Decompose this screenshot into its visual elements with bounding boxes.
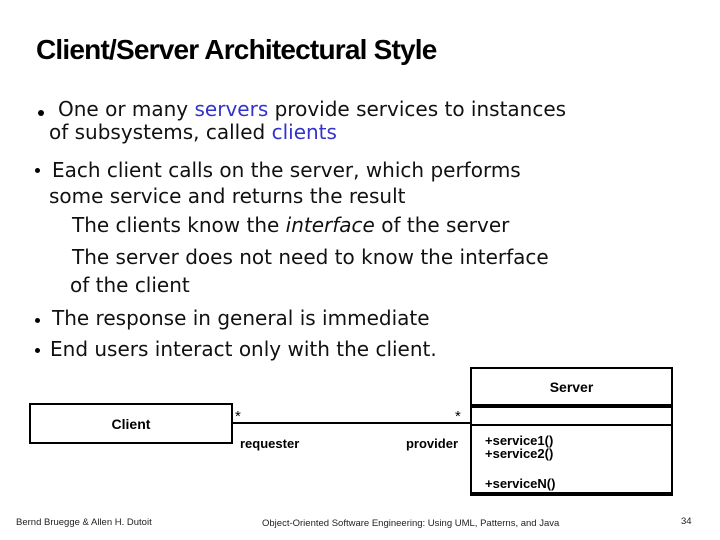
operation-service2: +service2() — [485, 446, 554, 461]
role-provider: provider — [405, 436, 458, 451]
uml-client-class: Client — [29, 403, 233, 444]
text-segment: One or many — [58, 97, 195, 121]
keyword-clients: clients — [271, 120, 337, 144]
bullet-marker — [35, 318, 40, 323]
bullet-2-line-1: Each client calls on the server, which p… — [52, 158, 521, 182]
server-operations-compartment: +service1() +service2() +serviceN() — [472, 426, 671, 490]
sub-line-3: of the client — [70, 273, 190, 297]
server-attributes-compartment — [472, 408, 671, 426]
text-segment: The clients know the — [72, 213, 286, 237]
text-segment: of the server — [374, 213, 510, 237]
footer-authors: Bernd Bruegge & Allen H. Dutoit — [16, 517, 152, 528]
role-requester: requester — [240, 436, 300, 451]
keyword-servers: servers — [194, 97, 269, 121]
slide-title: Client/Server Architectural Style — [36, 34, 437, 65]
bullet-1-line-1: One or many servers provide services to … — [58, 97, 566, 121]
operation-serviceN: +serviceN() — [485, 476, 556, 491]
multiplicity-left: * — [235, 408, 241, 425]
client-class-name: Client — [111, 415, 151, 432]
bullet-marker — [38, 110, 44, 116]
bullet-4: End users interact only with the client. — [50, 337, 437, 361]
footer-page-number: 34 — [681, 516, 692, 527]
sub-line-2: The server does not need to know the int… — [72, 245, 549, 269]
bullet-marker — [35, 348, 40, 353]
text-segment: provide services to instances — [268, 97, 567, 121]
bullet-2-line-2: some service and returns the result — [49, 184, 406, 208]
bullet-marker — [35, 168, 40, 173]
operation-service1: +service1() — [485, 433, 554, 448]
text-segment: of subsystems, called — [49, 120, 272, 144]
footer-book-title: Object-Oriented Software Engineering: Us… — [262, 518, 560, 529]
sub-line-1: The clients know the interface of the se… — [72, 213, 509, 237]
multiplicity-right: * — [455, 408, 461, 425]
server-class-name: Server — [472, 369, 671, 408]
bullet-3: The response in general is immediate — [52, 306, 430, 330]
uml-server-class: Server +service1() +service2() +serviceN… — [470, 367, 673, 496]
association-line — [233, 422, 470, 424]
bullet-1-line-2: of subsystems, called clients — [49, 120, 337, 144]
keyword-interface: interface — [285, 213, 375, 237]
